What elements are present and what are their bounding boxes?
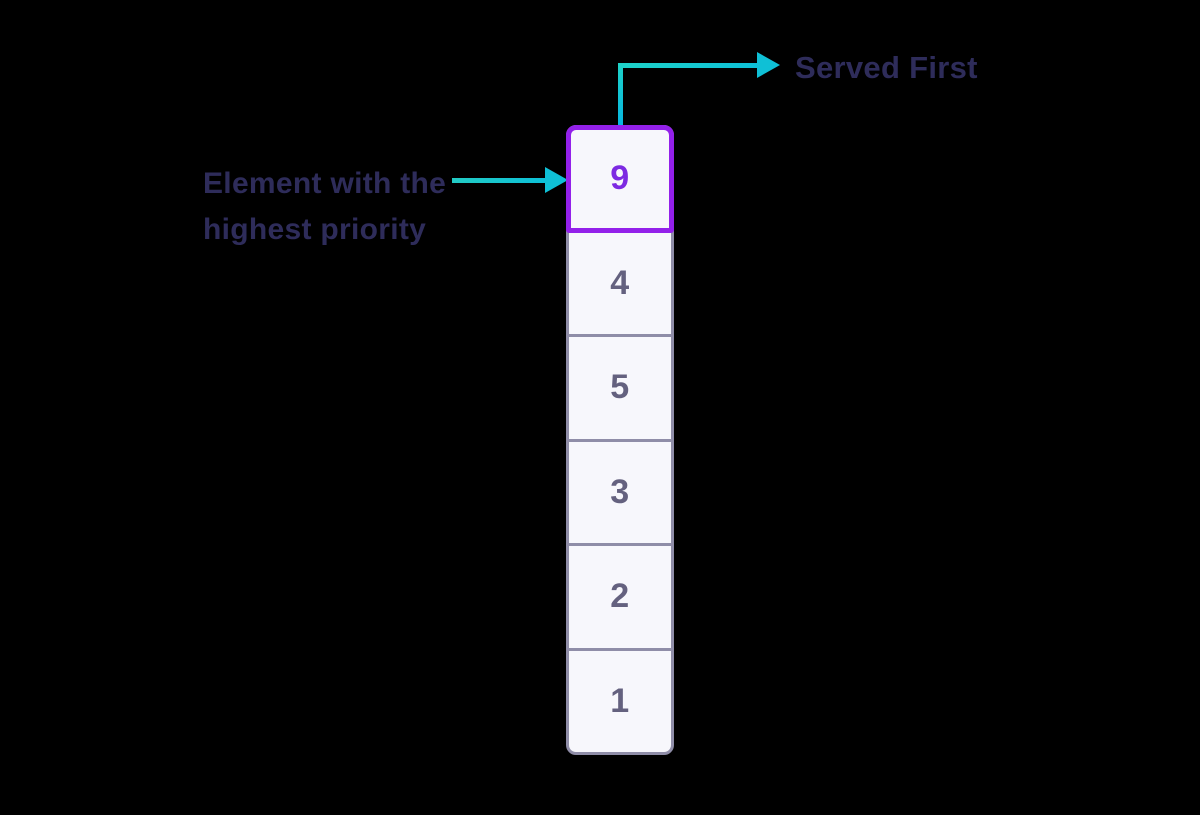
priority-arrow-head-icon [545, 167, 568, 193]
priority-arrow-line [452, 178, 546, 183]
queue-cell: 2 [569, 543, 671, 648]
queue-cell-value: 1 [610, 681, 630, 720]
queue-cell-value: 5 [610, 368, 630, 407]
queue-cell-highest: 9 [569, 128, 671, 230]
queue-cell-value: 9 [610, 159, 630, 198]
queue-cell-value: 3 [610, 472, 630, 511]
priority-note-line-1: Element with the [203, 167, 447, 200]
queue-stack: 9 4 5 3 2 1 [566, 125, 674, 755]
queue-cell: 5 [569, 334, 671, 439]
queue-cell-value: 2 [610, 577, 630, 616]
priority-note-line-2: highest priority [203, 213, 427, 246]
served-first-label: Served First [795, 50, 978, 85]
served-arrow-vertical-line [618, 63, 623, 125]
queue-cell-value: 4 [610, 263, 630, 302]
served-arrow-horizontal-line [618, 63, 758, 68]
queue-cell: 4 [569, 229, 671, 335]
priority-note: Element with the highest priority [203, 161, 446, 253]
queue-cell: 3 [569, 438, 671, 544]
served-arrow-head-icon [757, 52, 780, 78]
queue-cell: 1 [569, 647, 671, 753]
